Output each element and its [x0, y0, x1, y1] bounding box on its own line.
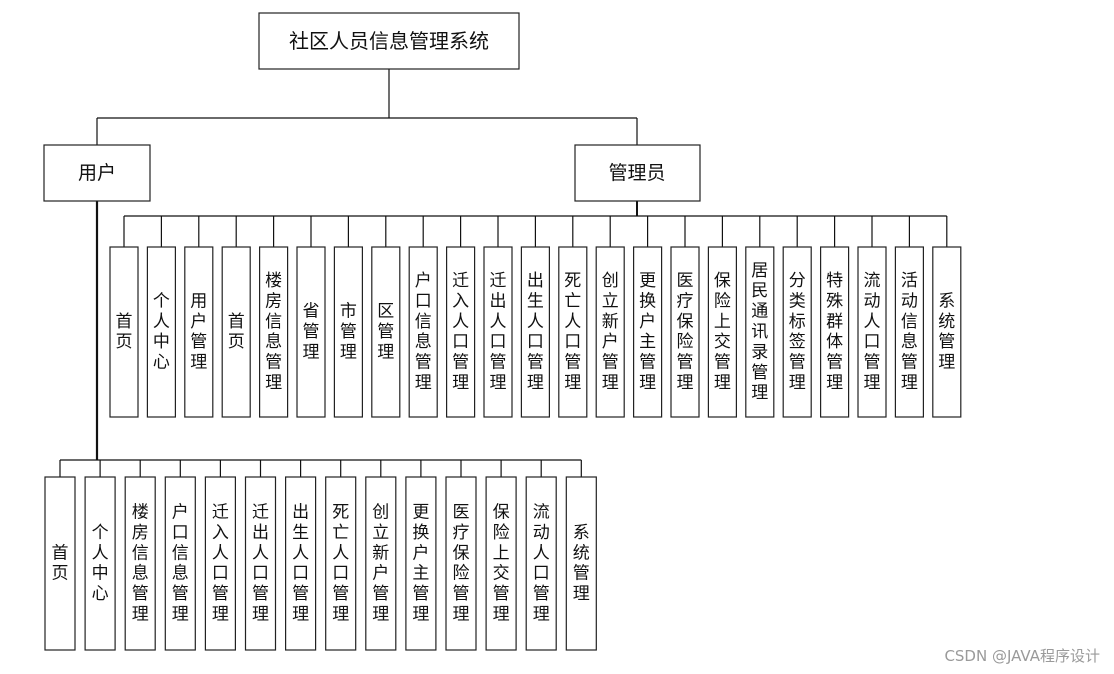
user-module: 首页 [44, 476, 76, 651]
admin-module: 流动人口管理 [857, 246, 887, 418]
admin-module-label: 创立新户管理 [602, 271, 619, 393]
user-module-label: 系统管理 [573, 523, 590, 604]
user-module-label: 迁入人口管理 [212, 503, 229, 625]
root-label: 社区人员信息管理系统 [289, 29, 489, 53]
admin-module-label: 市管理 [340, 302, 357, 363]
admin-module-label: 居民通讯录管理 [751, 261, 768, 403]
admin-module: 特殊群体管理 [819, 246, 850, 418]
admin-module-label: 迁出人口管理 [490, 271, 507, 393]
user-module: 出生人口管理 [285, 476, 317, 651]
user-module-label: 出生人口管理 [292, 503, 309, 625]
admin-module: 系统管理 [932, 246, 962, 418]
user-module-label: 楼房信息管理 [132, 503, 149, 625]
admin-module-label: 系统管理 [938, 291, 955, 372]
admin-module: 区管理 [371, 246, 401, 418]
admin-node: 管理员 [574, 144, 701, 202]
admin-module: 省管理 [296, 246, 326, 418]
user-module-label: 医疗保险管理 [453, 503, 470, 625]
user-module-label: 创立新户管理 [372, 503, 389, 625]
admin-module-label: 迁入人口管理 [452, 271, 469, 393]
user-node: 用户 [43, 144, 151, 202]
admin-module: 活动信息管理 [894, 246, 925, 418]
admin-module-label: 省管理 [303, 302, 320, 363]
user-module: 迁出人口管理 [244, 476, 277, 651]
admin-module-label: 保险上交管理 [714, 271, 731, 393]
admin-module: 迁出人口管理 [483, 246, 513, 418]
admin-module-list: 首页 个人中心 用户管理 首页 楼房信息管理 省管理 市管理 区管理 户口信息管理 迁入人口管理 迁… [109, 246, 962, 418]
user-module-label: 个人中心 [92, 523, 109, 604]
admin-module: 保险上交管理 [707, 246, 738, 418]
admin-module: 迁入人口管理 [446, 246, 476, 418]
admin-module-label: 分类标签管理 [789, 271, 806, 393]
admin-module-label: 死亡人口管理 [564, 271, 581, 393]
admin-module-label: 楼房信息管理 [265, 271, 282, 393]
admin-module: 医疗保险管理 [670, 246, 700, 418]
user-module-label: 更换户主管理 [412, 503, 429, 625]
user-module: 楼房信息管理 [124, 476, 156, 651]
admin-module: 户口信息管理 [408, 246, 438, 418]
admin-module: 市管理 [333, 246, 363, 418]
admin-module: 首页 [109, 246, 139, 418]
user-module: 系统管理 [565, 476, 597, 651]
user-module: 死亡人口管理 [325, 476, 357, 651]
admin-module: 更换户主管理 [632, 246, 663, 418]
admin-module: 首页 [221, 246, 251, 418]
user-module-label: 死亡人口管理 [332, 503, 349, 625]
admin-module-label: 流动人口管理 [864, 271, 881, 393]
user-module-label: 迁出人口管理 [252, 503, 269, 625]
user-module: 个人中心 [84, 476, 116, 651]
user-module: 流动人口管理 [525, 476, 557, 651]
admin-module: 居民通讯录管理 [745, 246, 775, 418]
admin-module: 楼房信息管理 [259, 246, 289, 418]
user-label: 用户 [78, 162, 116, 184]
user-module-label: 首页 [52, 543, 69, 583]
admin-module: 死亡人口管理 [558, 246, 588, 418]
user-module-label: 流动人口管理 [533, 503, 550, 625]
user-module: 医疗保险管理 [445, 476, 477, 651]
admin-module-label: 区管理 [377, 302, 394, 363]
admin-module-label: 首页 [228, 312, 245, 352]
admin-module-label: 个人中心 [153, 291, 170, 372]
admin-module-label: 用户管理 [190, 291, 207, 372]
user-module-label: 保险上交管理 [493, 503, 510, 625]
admin-module: 个人中心 [146, 246, 176, 418]
admin-module: 分类标签管理 [782, 246, 812, 418]
admin-module-label: 医疗保险管理 [677, 271, 694, 393]
user-module-list: 首页 个人中心 楼房信息管理 户口信息管理 迁入人口管理 迁出人口管理 出生人口管理 死亡人口… [44, 476, 597, 651]
user-module: 保险上交管理 [485, 476, 517, 651]
admin-module-label: 活动信息管理 [901, 271, 918, 393]
user-module: 更换户主管理 [405, 476, 437, 651]
admin-module-label: 首页 [116, 312, 133, 352]
user-module: 户口信息管理 [164, 476, 196, 651]
connector-lines [59, 69, 948, 477]
admin-module-label: 户口信息管理 [415, 271, 432, 393]
root-node: 社区人员信息管理系统 [258, 12, 520, 70]
admin-label: 管理员 [608, 162, 665, 184]
admin-module-label: 更换户主管理 [639, 271, 656, 393]
admin-module: 出生人口管理 [520, 246, 551, 418]
user-module: 迁入人口管理 [204, 476, 236, 651]
admin-module: 创立新户管理 [595, 246, 625, 418]
watermark: CSDN @JAVA程序设计 [944, 647, 1100, 665]
user-module-label: 户口信息管理 [172, 503, 189, 625]
admin-module-label: 特殊群体管理 [826, 271, 843, 393]
user-module: 创立新户管理 [365, 476, 397, 651]
admin-module: 用户管理 [184, 246, 214, 418]
admin-module-label: 出生人口管理 [527, 271, 544, 393]
